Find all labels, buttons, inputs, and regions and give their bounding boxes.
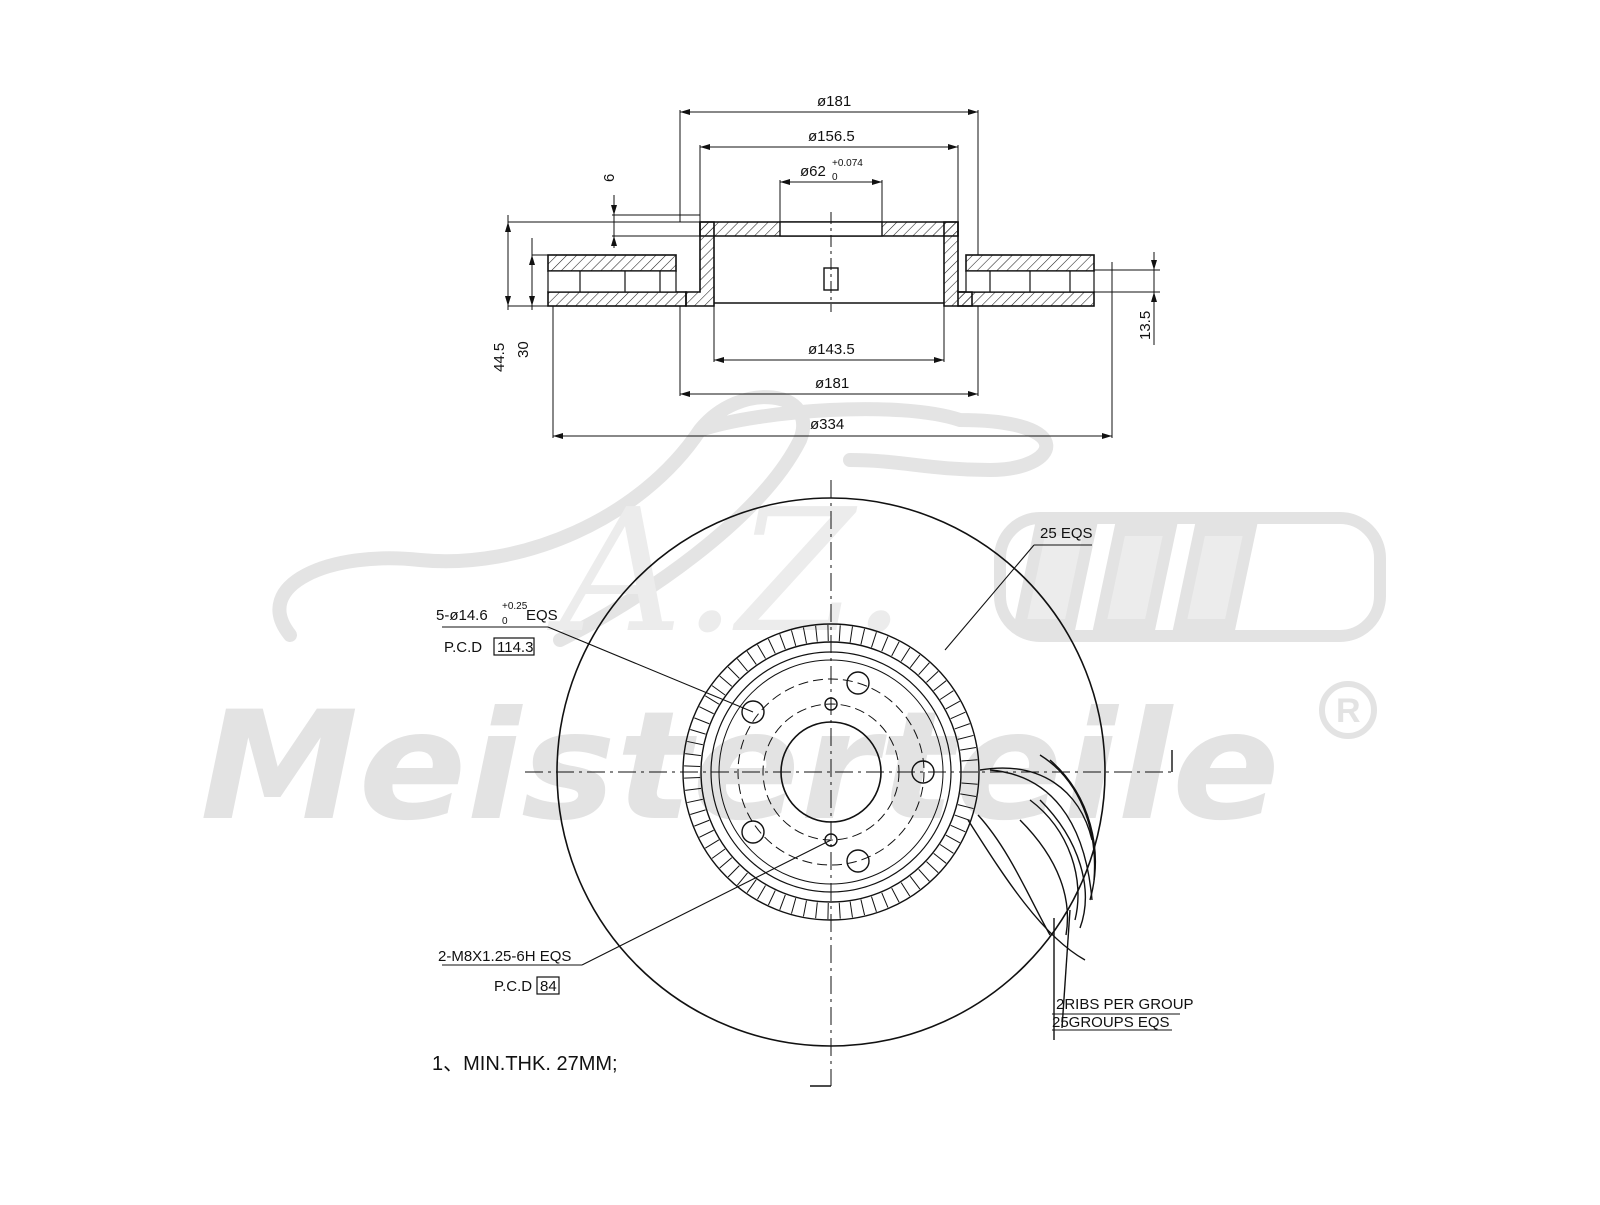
note-min-thickness: 1、MIN.THK. 27MM; — [432, 1053, 618, 1075]
label-dia-bore-tol-upper: +0.074 — [832, 158, 863, 169]
vent-slot — [768, 891, 775, 905]
vent-slot — [684, 766, 700, 767]
disc-plate-bottom-left — [548, 292, 686, 306]
label-bolt-holes: 5-ø14.6 — [436, 607, 488, 624]
label-bolt-tol-lower: 0 — [502, 616, 508, 627]
watermark: A.Z. Meisterteile R — [200, 397, 1380, 854]
label-dia-bore-tol-lower: 0 — [832, 172, 838, 183]
disc-plate-bottom-right — [958, 292, 1094, 306]
vent-slot — [892, 888, 899, 902]
vent-slot — [871, 897, 876, 912]
label-offset: 13.5 — [1137, 311, 1154, 340]
label-pcd-2: P.C.D — [494, 978, 532, 995]
vent-slot — [720, 858, 732, 868]
label-bolt-tol-upper: +0.25 — [502, 601, 528, 612]
label-pcd-bolt: 114.3 — [497, 639, 533, 656]
label-pcd: P.C.D — [444, 639, 482, 656]
label-dia-disc: ø334 — [810, 416, 844, 433]
label-dia-mid-top: ø156.5 — [808, 128, 855, 145]
vent-slot — [919, 869, 930, 881]
vent-slot — [816, 902, 818, 918]
vent-slot — [850, 902, 852, 918]
label-hat-thickness: 6 — [601, 174, 618, 182]
label-dia-hat-bottom: ø181 — [815, 375, 849, 392]
label-ribs-line2: 25GROUPS EQS — [1052, 1014, 1170, 1031]
watermark-monogram: A.Z. — [547, 473, 906, 671]
vent-slot — [684, 777, 700, 778]
vent-slot — [758, 885, 766, 899]
label-dia-bore: ø62 — [800, 163, 826, 180]
disc-plate-top-left — [548, 255, 676, 271]
vent-slot — [910, 876, 920, 889]
vent-slot — [926, 862, 938, 873]
vent-slot — [737, 873, 747, 885]
label-pcd-thread: 84 — [540, 978, 557, 995]
disc-plate-top-right — [966, 255, 1094, 271]
vent-slot — [839, 903, 840, 919]
vent-slot — [861, 900, 865, 916]
label-thread-holes: 2-M8X1.25-6H EQS — [438, 948, 571, 965]
vent-slot — [910, 655, 920, 668]
hat-wall-left — [686, 222, 714, 306]
vent-slot — [882, 893, 888, 908]
vent-gap — [548, 271, 1094, 292]
vent-slot — [919, 663, 930, 675]
label-disc-thickness: 30 — [515, 341, 532, 358]
vent-slot — [803, 901, 806, 917]
label-vent-count: 25 EQS — [1040, 525, 1093, 542]
label-dia-inner-bottom: ø143.5 — [808, 341, 855, 358]
label-total-height: 44.5 — [491, 343, 508, 372]
vent-slot — [728, 866, 739, 877]
watermark-registered-letter: R — [1336, 692, 1361, 730]
vent-slot — [901, 883, 910, 897]
label-bolt-suffix: EQS — [526, 607, 558, 624]
label-ribs-line1: 2RIBS PER GROUP — [1056, 996, 1194, 1013]
vent-slot — [934, 853, 947, 863]
vent-slot — [780, 895, 786, 910]
vent-slot — [791, 898, 795, 913]
label-dia-outer-top: ø181 — [817, 93, 851, 110]
